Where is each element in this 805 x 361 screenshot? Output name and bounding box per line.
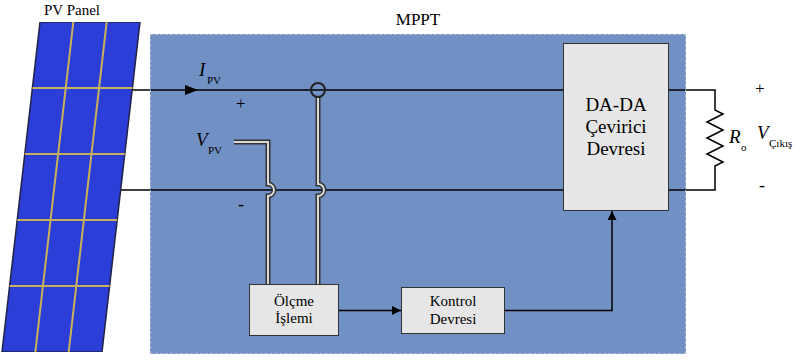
output-voltage-subscript: Çıkış [769, 138, 792, 149]
current-subscript: PV [207, 75, 221, 86]
voltage-symbol: V [196, 130, 208, 149]
box-label: Ölçme İşlemi [256, 293, 332, 328]
panel-body [2, 22, 140, 352]
current-sense-line [318, 97, 324, 284]
current-sense-line [318, 97, 324, 284]
voltage-subscript: PV [208, 145, 222, 156]
panel-title: PV Panel [44, 2, 100, 19]
current-arrow [185, 85, 198, 95]
control-box: Kontrol Devresi [401, 287, 505, 334]
plus-sign: + [755, 80, 765, 97]
cell-line [17, 219, 117, 221]
cell-line [69, 22, 107, 352]
measure-box: Ölçme İşlemi [249, 284, 339, 336]
minus-sign: - [238, 195, 244, 213]
output-voltage-symbol: V [757, 123, 769, 142]
box-label: Kontrol Devresi [408, 293, 498, 328]
cell-line [32, 87, 132, 89]
region-title: MPPT [151, 10, 685, 30]
pv-panel: PV Panel [0, 22, 142, 352]
converter-box: DA-DA Çevirici Devresi [563, 43, 669, 211]
mppt-fill [150, 34, 686, 354]
cell-line [25, 153, 125, 155]
panel-drawing [0, 22, 142, 352]
connector [505, 211, 612, 311]
minus-sign: - [759, 176, 765, 194]
current-sensor [311, 83, 325, 97]
voltage-sense-line [234, 142, 274, 284]
cell-line [10, 285, 110, 287]
resistor-symbol-label: R [729, 127, 741, 146]
cell-line [35, 22, 73, 352]
box-label: DA-DA Çevirici Devresi [570, 94, 662, 160]
resistor-subscript: o [741, 142, 747, 153]
connector [339, 310, 401, 312]
voltage-sense-line [234, 142, 274, 284]
plus-sign: + [236, 95, 246, 112]
mppt-region: MPPTDA-DA Çevirici DevresiÖlçme İşlemiKo… [150, 34, 686, 354]
connector [121, 189, 563, 191]
current-symbol: I [199, 60, 205, 79]
resistor-symbol [669, 90, 723, 190]
